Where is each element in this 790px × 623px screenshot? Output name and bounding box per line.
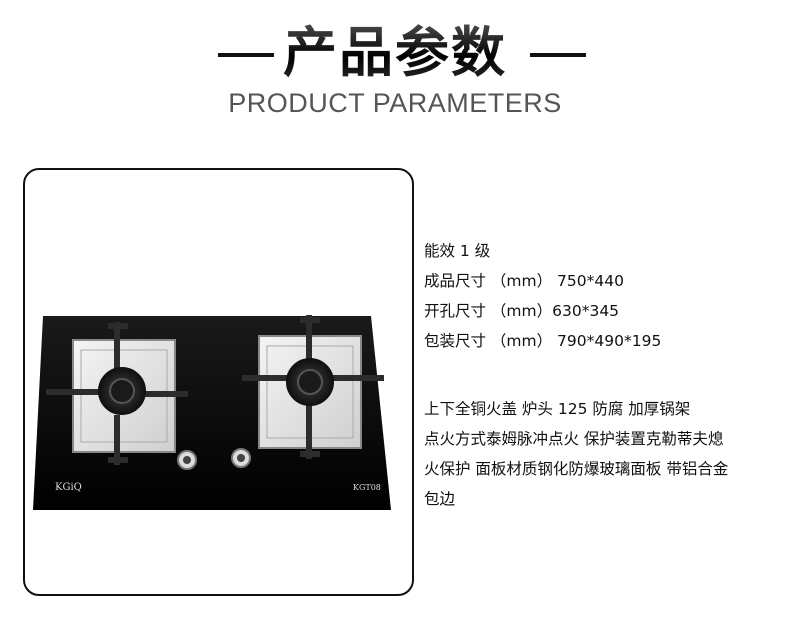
feature-line: 点火方式泰姆脉冲点火 保护装置克勒蒂夫熄 <box>424 430 724 448</box>
brand-label: KGiQ <box>55 482 82 493</box>
model-label: KGT08 <box>353 483 381 492</box>
feature-line: 火保护 面板材质钢化防爆玻璃面板 带铝合金 <box>424 460 729 478</box>
right-control-knob <box>231 448 251 468</box>
feature-list: 上下全铜火盖 炉头 125 防腐 加厚锅架 点火方式泰姆脉冲点火 保护装置克勒蒂… <box>424 394 788 514</box>
page-subtitle: PRODUCT PARAMETERS <box>228 88 562 118</box>
product-image-frame: KGiQ KGT08 <box>23 168 414 596</box>
feature-line: 上下全铜火盖 炉头 125 防腐 加厚锅架 <box>424 400 691 418</box>
right-pan-support <box>242 315 384 459</box>
spec-energy-grade: 能效 1 级 <box>424 242 491 260</box>
spec-product-size: 成品尺寸 （mm） 750*440 <box>424 272 624 290</box>
spec-package-size: 包装尺寸 （mm） 790*490*195 <box>424 332 662 350</box>
spec-cutout-size: 开孔尺寸 （mm）630*345 <box>424 302 620 320</box>
spec-list: 能效 1 级 成品尺寸 （mm） 750*440 开孔尺寸 （mm）630*34… <box>424 236 786 356</box>
page-title: 产品参数 <box>0 18 790 88</box>
feature-line: 包边 <box>424 490 456 508</box>
title-divider-left <box>218 53 274 57</box>
left-control-knob <box>177 450 197 470</box>
page-header: 产品参数 <box>0 18 790 88</box>
title-divider-right <box>530 53 586 57</box>
gas-stove-image: KGiQ KGT08 <box>33 315 391 510</box>
